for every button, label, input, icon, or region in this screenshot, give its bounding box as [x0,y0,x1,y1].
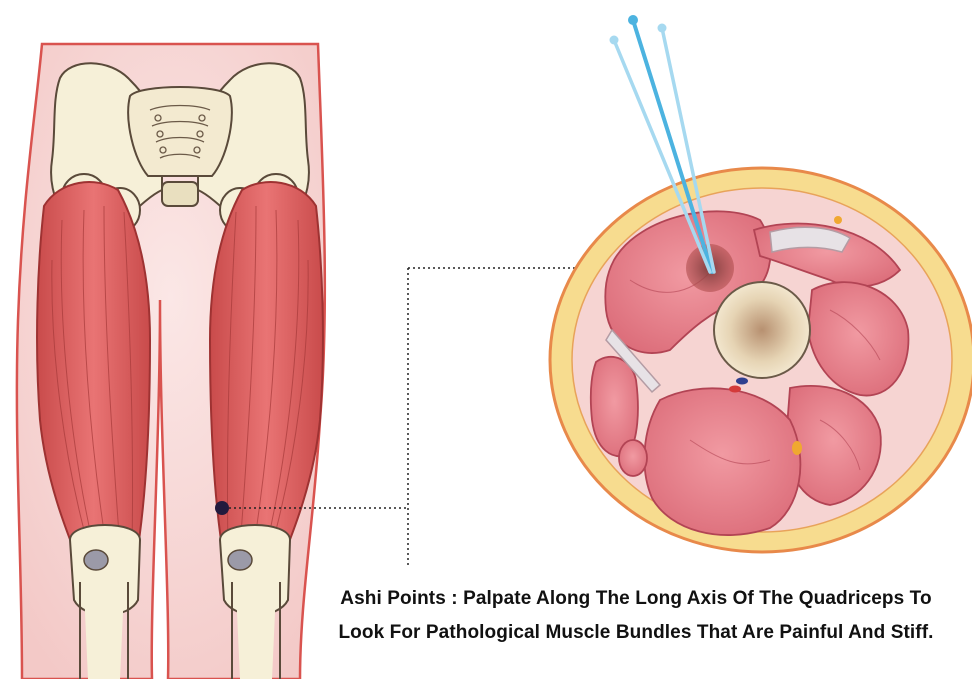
caption-line-1: Ashi Points : Palpate Along The Long Axi… [300,588,972,610]
legs-figure [17,44,325,679]
left-patella [84,550,108,570]
right-patella [228,550,252,570]
caption-line-2: Look For Pathological Muscle Bundles Tha… [300,622,972,644]
ashi-point-marker-icon [215,501,229,515]
thigh-cross-section [550,15,972,552]
femur-cross-section [714,282,810,378]
